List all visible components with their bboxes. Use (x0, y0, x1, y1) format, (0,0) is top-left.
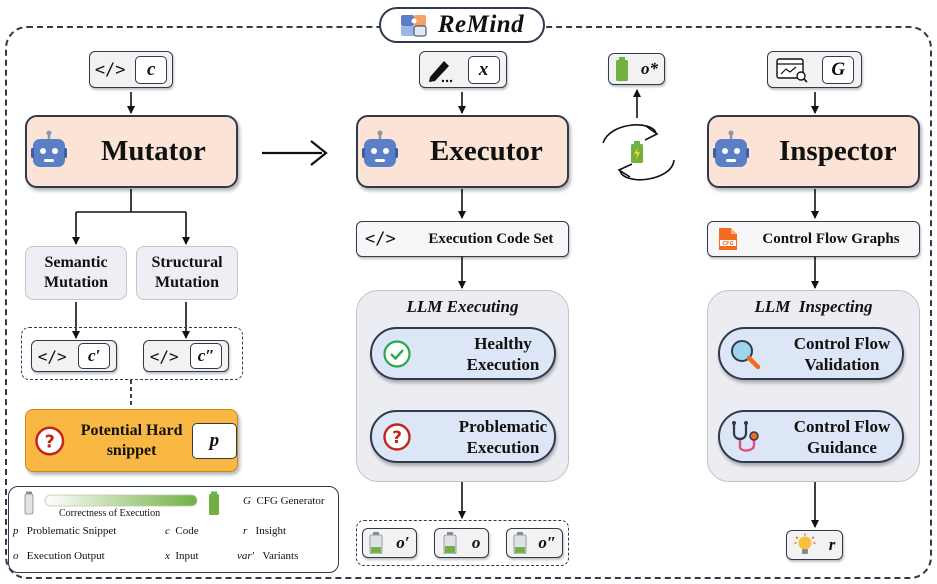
output-token-2: o (434, 528, 489, 558)
stethoscope-icon (732, 420, 759, 452)
robot-icon (362, 130, 398, 167)
output-symbol: o′ (396, 533, 410, 552)
inspector-input-token: G (767, 51, 862, 88)
variants-group (21, 327, 243, 380)
output-token-3: o″ (506, 528, 563, 558)
validation-label: Control Flow Validation (793, 333, 891, 374)
problematic-label: Problematic Execution (458, 416, 548, 457)
agent-name: Executor (430, 135, 543, 167)
healthy-execution: Healthy Execution (370, 327, 556, 380)
framework-title: ReMind (379, 7, 545, 43)
robot-icon (31, 130, 67, 167)
code-icon: </> (365, 229, 396, 249)
executor-input-token: x (419, 51, 507, 88)
legend-item: var′ Variants (237, 550, 299, 562)
agent-name: Inspector (779, 135, 897, 167)
puzzle-brain-icon (400, 15, 427, 37)
semantic-mutation: Semantic Mutation (25, 246, 127, 300)
battery-low-icon (513, 532, 527, 554)
check-circle-icon (383, 339, 411, 368)
legend-item: c Code (165, 525, 199, 537)
code-icon: </> (149, 346, 179, 366)
hard-snippet-box: ? Potential Hard snippet p (25, 409, 238, 472)
question-icon: ? (383, 422, 411, 451)
agent-name: Mutator (101, 135, 206, 167)
guidance-label: Control Flow Guidance (793, 416, 891, 457)
robot-icon (713, 130, 749, 167)
inspector-agent: Inspector (707, 115, 920, 188)
battery-low-icon (370, 532, 383, 554)
healthy-label: Healthy Execution (466, 333, 540, 374)
cfg-label: Control Flow Graphs (762, 230, 900, 247)
code-set-label: Execution Code Set (428, 230, 554, 247)
battery-full-icon (616, 57, 628, 81)
mutator-input-token: </> c (89, 51, 173, 88)
panel-title: LLM Inspecting (754, 297, 873, 316)
correctness-label: Correctness of Execution (59, 508, 161, 519)
control-flow-validation: Control Flow Validation (718, 327, 904, 380)
panel-title: LLM Executing (406, 297, 519, 316)
legend-item: r Insight (243, 525, 287, 537)
pen-icon (428, 60, 452, 82)
code-symbol: c (135, 55, 168, 84)
legend: Correctness of Execution G CFG Generator… (8, 486, 339, 573)
cfg-badge: CFG (722, 241, 733, 247)
magnifier-icon (731, 339, 761, 369)
battery-charging-icon (631, 141, 643, 163)
control-flow-graphs: CFG Control Flow Graphs (707, 221, 920, 257)
execution-code-set: </> Execution Code Set (356, 221, 569, 257)
structural-mutation: Structural Mutation (136, 246, 238, 300)
question-icon: ? (35, 425, 65, 456)
input-symbol: x (467, 55, 500, 84)
mutator-agent: Mutator (25, 115, 238, 188)
lightbulb-icon (794, 533, 816, 554)
svg-text:?: ? (45, 432, 55, 452)
optimal-symbol: o* (641, 59, 658, 78)
legend-item: p Problematic Snippet (13, 525, 117, 537)
executor-agent: Executor (356, 115, 569, 188)
legend-item: o Execution Output (13, 550, 105, 562)
outputs-group (356, 520, 569, 566)
variant-symbol: c′ (78, 343, 111, 369)
svg-text:?: ? (392, 428, 402, 448)
graph-search-icon (776, 57, 808, 83)
hard-snippet-label: Potential Hard snippet (80, 421, 183, 459)
code-icon: </> (94, 59, 126, 80)
variant-token-1: </> c′ (31, 340, 117, 372)
legend-item: G CFG Generator (243, 495, 325, 507)
output-symbol: o″ (538, 533, 557, 552)
legend-item: x Input (165, 550, 199, 562)
output-token-1: o′ (362, 528, 417, 558)
title-text: ReMind (437, 11, 525, 38)
output-symbol: o (471, 533, 481, 552)
insight-symbol: r (828, 535, 836, 554)
optimal-output-token: o* (608, 53, 665, 85)
problematic-execution: ? Problematic Execution (370, 410, 556, 463)
variant-symbol: c″ (190, 343, 223, 369)
battery-low-icon (443, 532, 457, 554)
cfg-generator-symbol: G (822, 55, 855, 84)
snippet-symbol: p (191, 422, 237, 459)
correctness-bar (24, 491, 219, 515)
control-flow-guidance: Control Flow Guidance (718, 410, 904, 463)
insight-token: r (786, 530, 843, 560)
variant-token-2: </> c″ (143, 340, 229, 372)
cfg-file-icon: CFG (719, 228, 737, 250)
code-icon: </> (37, 346, 67, 366)
